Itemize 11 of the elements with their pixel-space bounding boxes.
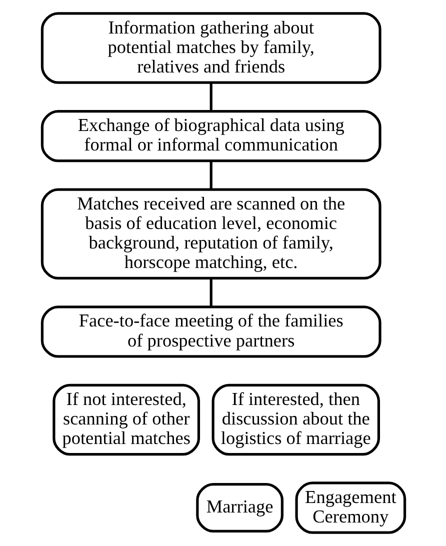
node-box: Face-to-face meeting of the families of prospective partners <box>40 306 381 358</box>
node-box: Matches received are scanned on the basis of education level, economic background, reputation of family, horscope matching, etc. <box>40 188 381 280</box>
node-box: Marriage <box>196 482 283 533</box>
connector <box>209 160 212 190</box>
connector <box>209 278 212 306</box>
node-box: If interested, then discussion about the logistics of marriage <box>211 384 380 456</box>
connector <box>209 82 212 112</box>
node-box: Information gathering about potential matches by family, relatives and friends <box>40 12 381 84</box>
node-box: Exchange of biographical data using formal or informal communication <box>40 110 381 162</box>
node-box: If not interested, scanning of other potential matches <box>52 384 200 456</box>
node-box: Engagement Ceremony <box>294 482 406 534</box>
